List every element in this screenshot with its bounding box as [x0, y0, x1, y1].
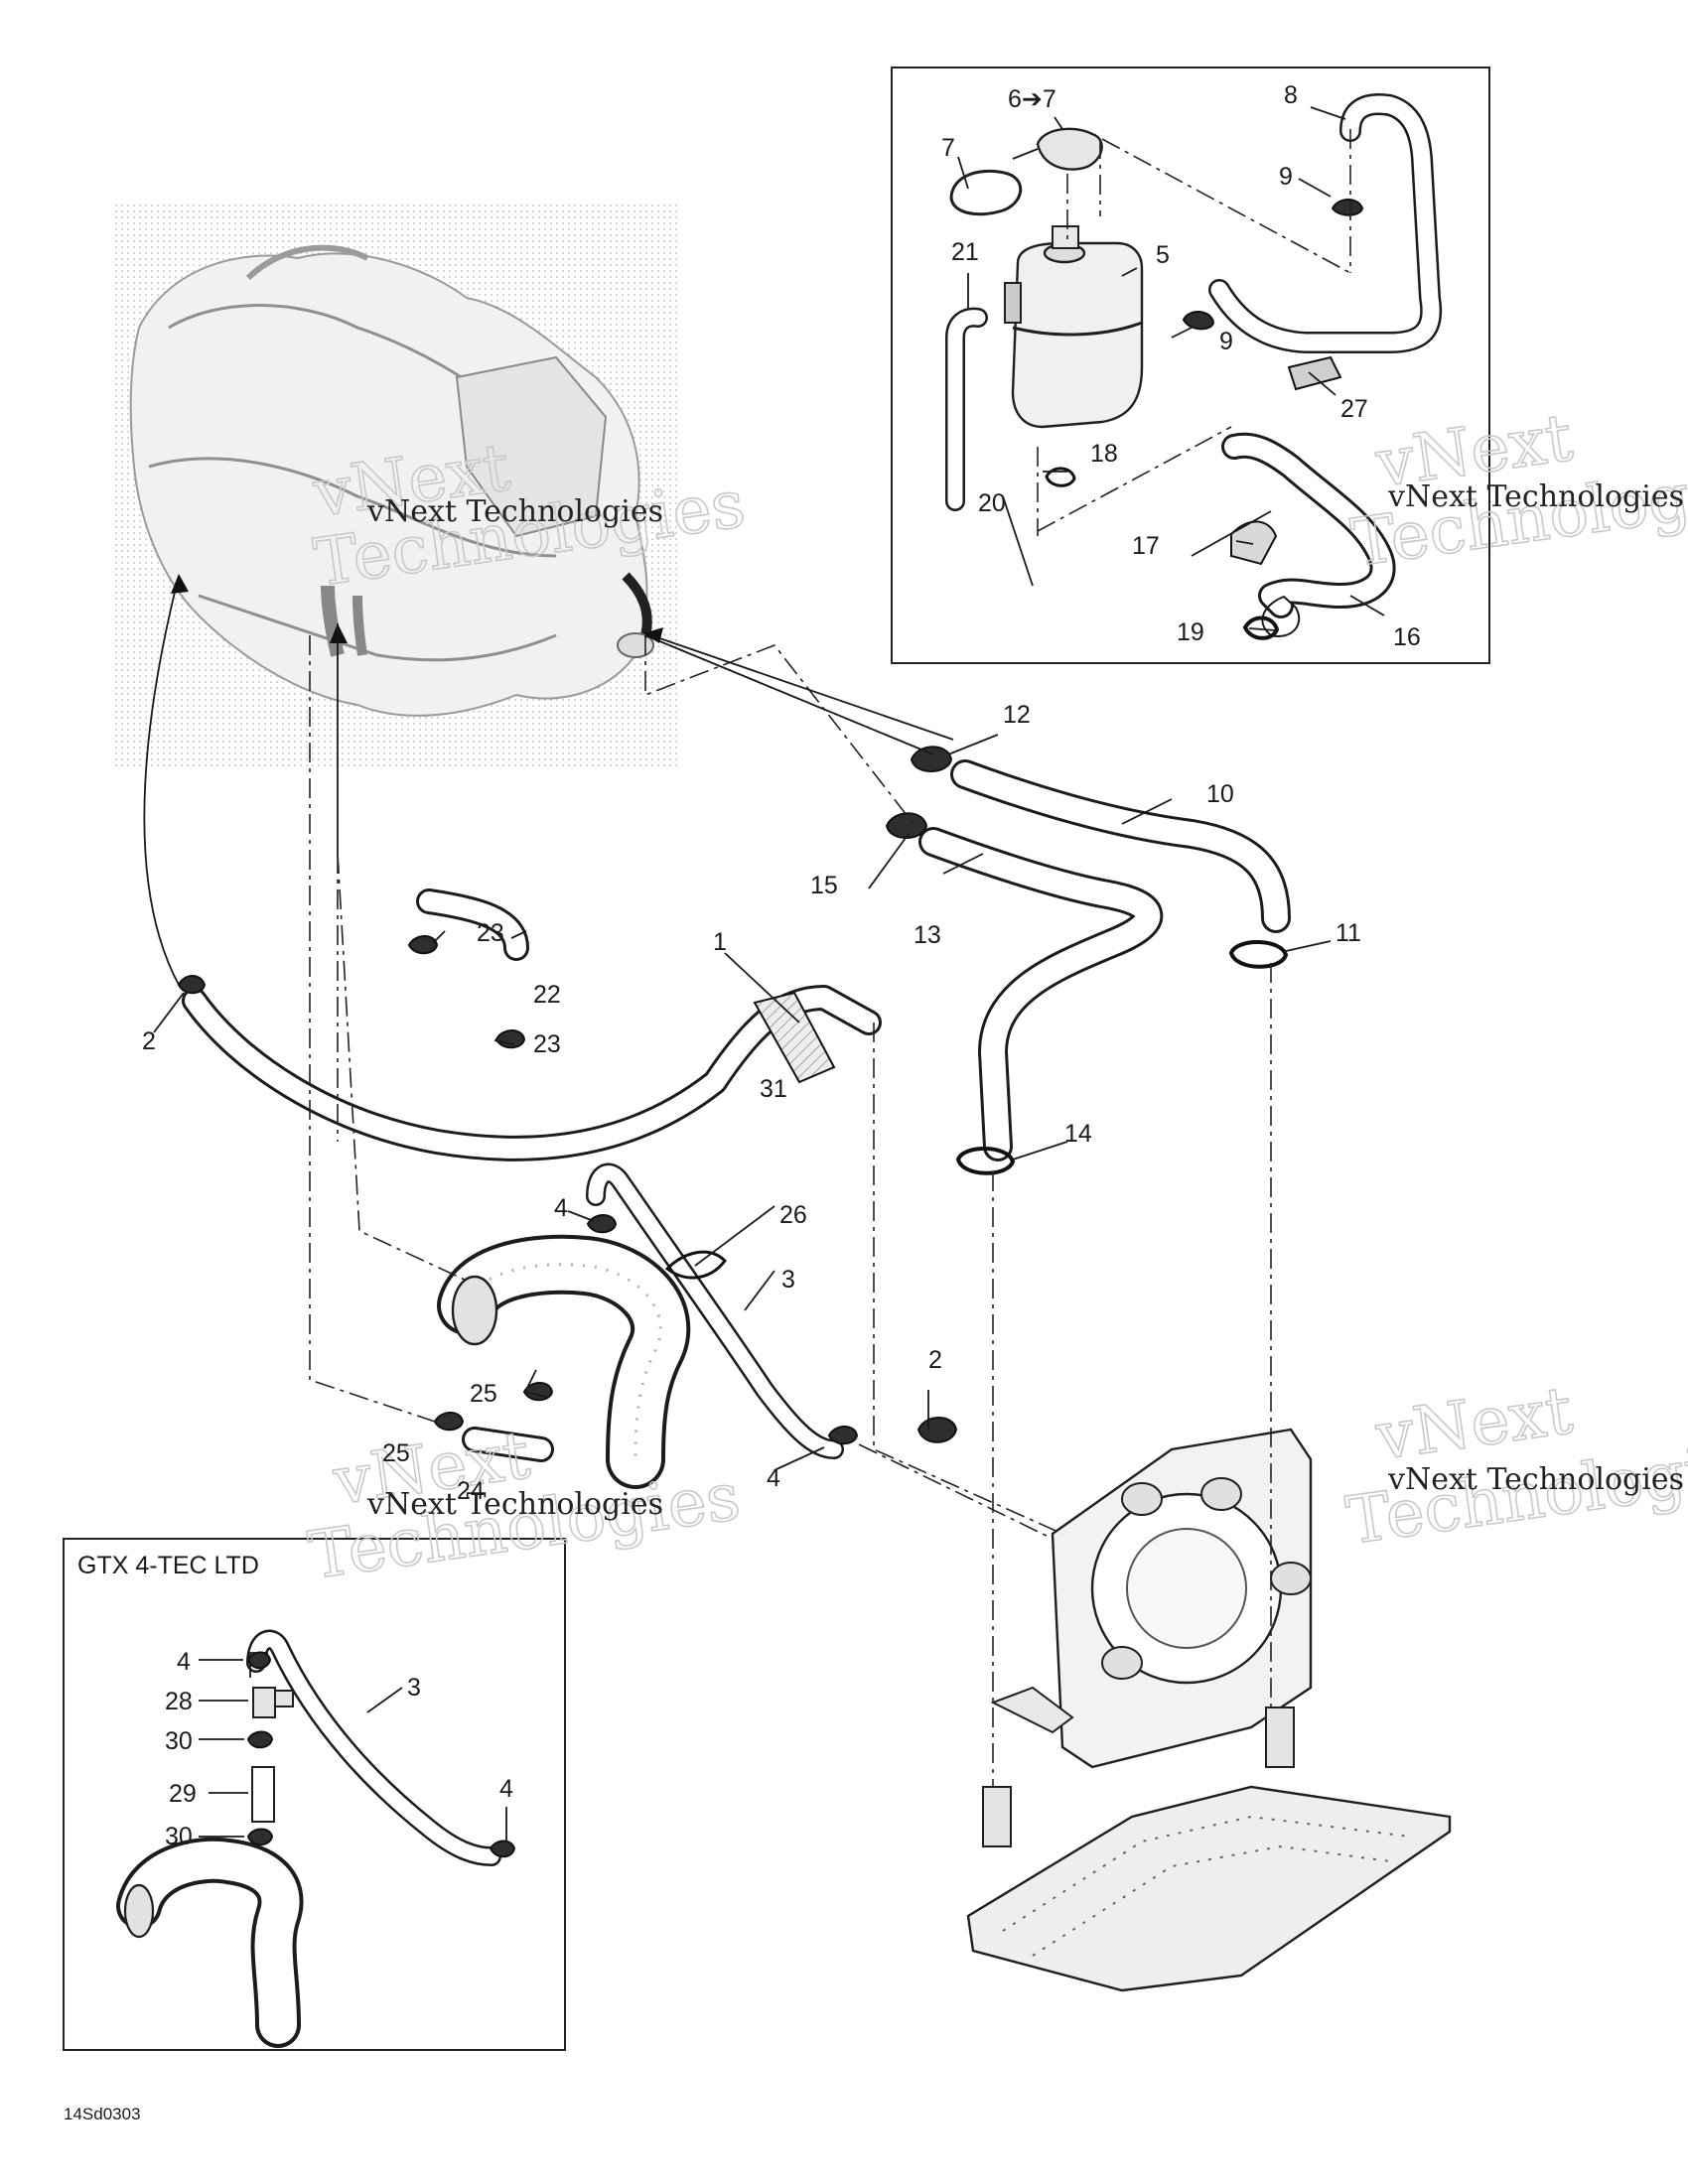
coolant-hoses	[182, 759, 1291, 1489]
callout-31: 31	[760, 1075, 787, 1103]
callout-17: 17	[1132, 532, 1160, 560]
callout-22: 22	[533, 981, 561, 1009]
callout-18: 18	[1090, 440, 1118, 468]
watermark-text: vNext Technologies	[366, 494, 663, 529]
callout-8: 8	[1284, 81, 1298, 109]
assembly-lines	[143, 574, 1272, 1787]
callout-12: 12	[1003, 701, 1031, 729]
callout-29: 29	[169, 1780, 197, 1808]
callout-23: 23	[477, 919, 504, 947]
callout-4-inset: 4	[177, 1648, 191, 1676]
callout-24: 24	[457, 1477, 485, 1505]
callout-28: 28	[165, 1688, 193, 1715]
callout-2: 2	[142, 1027, 156, 1055]
callout-15: 15	[810, 872, 838, 899]
leader-lines	[153, 106, 1385, 1470]
callout-5: 5	[1156, 241, 1170, 269]
callout-3-inset: 3	[407, 1674, 421, 1702]
callout-16: 16	[1393, 623, 1421, 651]
callout-1: 1	[713, 928, 727, 956]
callout-27: 27	[1340, 395, 1368, 423]
callout-14: 14	[1064, 1120, 1092, 1148]
callout-9b: 9	[1219, 328, 1233, 355]
callout-7: 7	[941, 134, 955, 162]
callout-13: 13	[914, 921, 941, 949]
callout-labels: 1 2 2 3 4 4 5 6➔7 7 8 9 9 10 11 12 13 14…	[64, 81, 1421, 2123]
watermark-text: vNext Technologies	[366, 1487, 663, 1522]
callout-21: 21	[951, 238, 979, 266]
callout-30b: 30	[165, 1823, 193, 1850]
callout-6to7: 6➔7	[1008, 85, 1056, 113]
pump-housing	[966, 1428, 1452, 1992]
callout-9: 9	[1279, 163, 1293, 191]
inset-gtx-ltd	[63, 1538, 566, 2051]
watermark-text: vNext Technologies	[1387, 479, 1684, 514]
drawing-code: 14Sd0303	[64, 2105, 141, 2123]
callout-4b: 4	[767, 1464, 780, 1492]
callout-25: 25	[470, 1380, 497, 1408]
engine-illustration	[111, 204, 677, 769]
callout-4c-inset: 4	[499, 1775, 513, 1803]
callout-3: 3	[781, 1266, 795, 1294]
callout-25b: 25	[382, 1439, 410, 1467]
callout-4: 4	[554, 1194, 568, 1222]
callout-10: 10	[1206, 780, 1234, 808]
callout-11: 11	[1336, 919, 1361, 947]
reservoir-detail-box	[891, 67, 1490, 664]
callout-19: 19	[1177, 618, 1204, 646]
callout-26: 26	[779, 1201, 807, 1229]
callout-30: 30	[165, 1727, 193, 1755]
callout-2b: 2	[928, 1346, 942, 1374]
hose-clamps	[177, 746, 1289, 1445]
watermark-text: vNext Technologies	[1387, 1462, 1684, 1497]
callout-23b: 23	[533, 1030, 561, 1058]
inset-title: GTX 4-TEC LTD	[77, 1552, 259, 1579]
callout-20: 20	[978, 489, 1006, 517]
